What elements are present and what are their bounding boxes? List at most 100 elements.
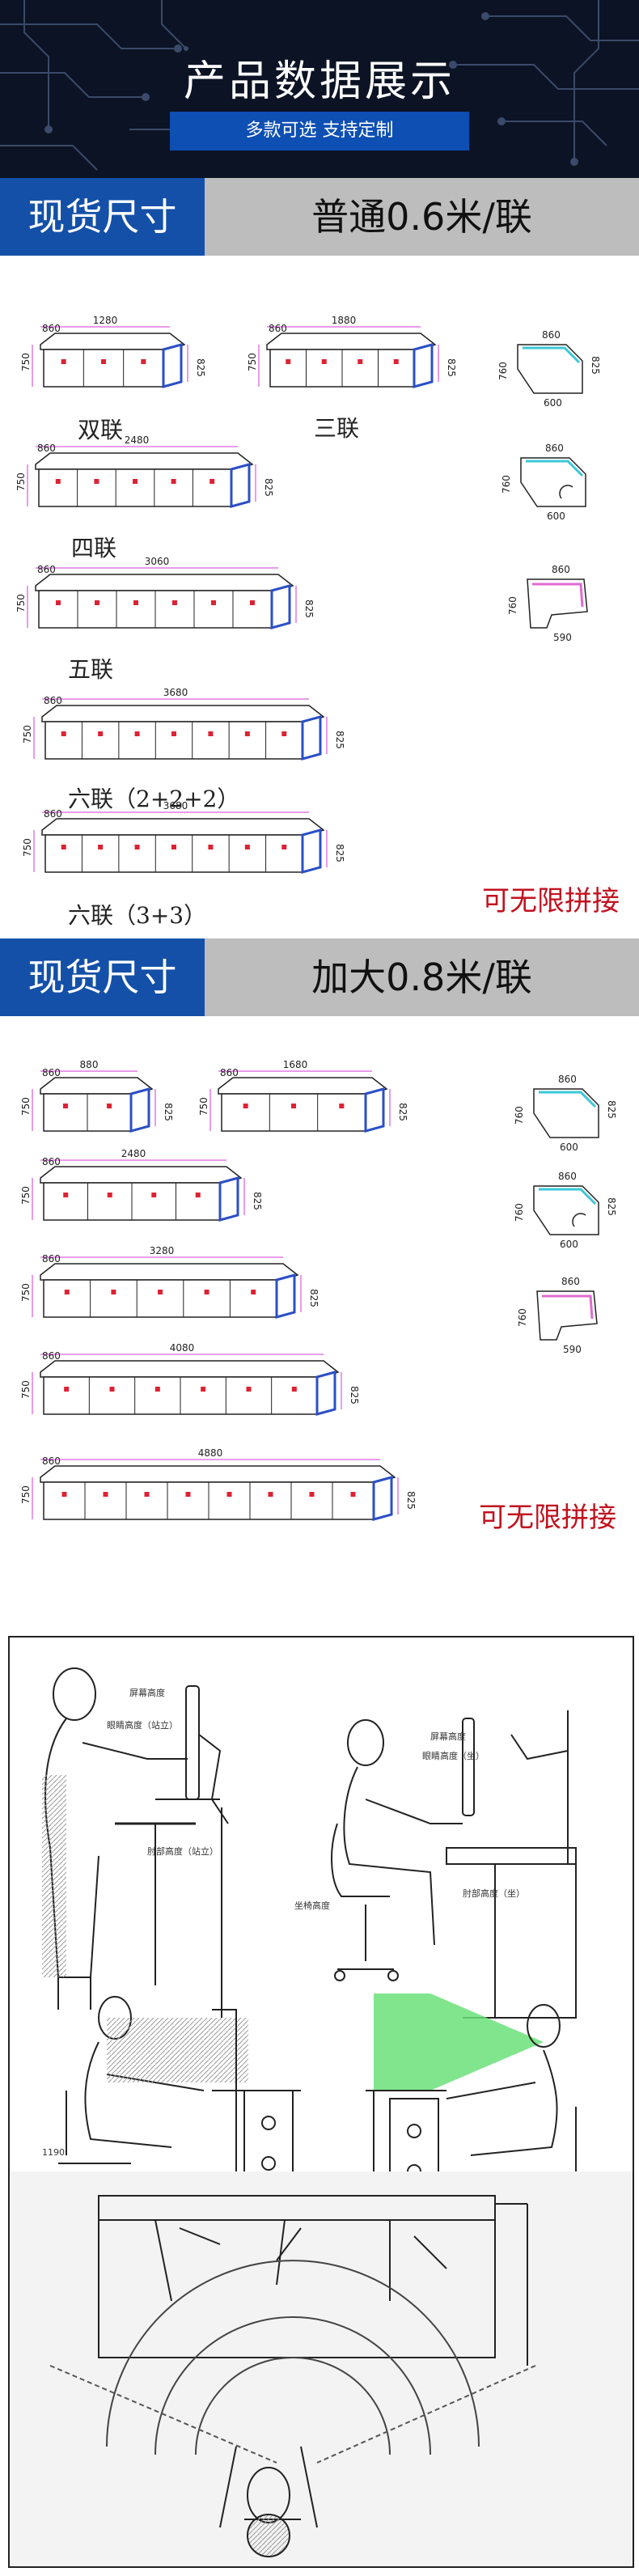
desk-top — [41, 818, 325, 836]
desk-label: 五联 — [68, 656, 114, 683]
dim-width: 3060 — [145, 556, 170, 567]
desk-lock — [61, 731, 66, 736]
desk-lock — [61, 359, 66, 364]
dim-left: 760 — [507, 596, 518, 615]
desk-side-panel — [301, 715, 322, 761]
desk-label: 双联 — [78, 417, 124, 443]
dim-right: 825 — [606, 1197, 617, 1216]
dim-top: 860 — [558, 1074, 577, 1085]
desk-lock — [109, 1387, 115, 1392]
sitting-person-figure — [331, 1719, 463, 1981]
desk-lock — [107, 1193, 112, 1197]
dim-depth: 860 — [220, 1067, 239, 1078]
desk-top — [40, 1360, 340, 1378]
dim-height: 750 — [15, 594, 27, 612]
desk-lock — [63, 1104, 68, 1108]
desk-side-panel — [270, 584, 291, 629]
desk-lock — [172, 600, 177, 605]
standing-monitor-arm — [115, 1685, 229, 2018]
desk-lock — [98, 731, 104, 736]
dim-height: 750 — [20, 353, 32, 371]
desk-lock — [339, 1104, 345, 1108]
desk-lock — [211, 600, 216, 605]
desk-lock — [185, 1492, 191, 1497]
top-view-bg — [10, 2171, 633, 2566]
dim-width: 1280 — [93, 315, 118, 326]
desk-lock — [64, 1387, 70, 1392]
dim-side: 825 — [252, 1192, 263, 1210]
top-view-console — [49, 2195, 536, 2557]
corner-edge — [532, 583, 584, 608]
dim-height: 750 — [15, 472, 27, 491]
dim-top: 860 — [561, 1276, 580, 1287]
desk-lock — [158, 1290, 163, 1294]
label-eye-height: 眼睛高度（站立） — [107, 1719, 178, 1731]
desk-top — [40, 1263, 299, 1281]
desk-lock — [134, 731, 140, 736]
label-eye-height-sit: 眼睛高度（坐） — [422, 1750, 485, 1761]
dim-width: 4080 — [170, 1342, 195, 1354]
dim-side: 825 — [446, 358, 457, 377]
dim-side: 825 — [334, 731, 345, 749]
desk-lock — [244, 845, 250, 849]
section-heading: 加大0.8米/联 — [205, 938, 639, 1016]
dim-side: 825 — [303, 600, 315, 618]
corner-shape — [533, 1185, 599, 1235]
dim-height: 750 — [22, 725, 33, 744]
label-elbow-height-sit: 肘部高度（坐） — [463, 1888, 525, 1899]
corner-edge — [539, 1091, 597, 1108]
desk-lock — [64, 1290, 70, 1294]
desk-body — [43, 1279, 277, 1318]
dim-bottom: 600 — [560, 1239, 578, 1250]
dim-side: 825 — [397, 1103, 408, 1121]
dim-bottom: 600 — [544, 397, 562, 409]
dim-width: 4880 — [198, 1447, 223, 1459]
desk-lock — [286, 359, 291, 364]
dim-top: 860 — [542, 329, 561, 341]
desk-lock — [107, 1104, 112, 1108]
desk-lock — [56, 600, 61, 605]
desk-label: 三联 — [314, 415, 360, 442]
desk-lock — [268, 1492, 273, 1497]
dim-height: 750 — [198, 1097, 209, 1116]
dim-left: 760 — [514, 1106, 525, 1125]
dim-bottom: 590 — [553, 632, 572, 643]
desk-side-panel — [230, 463, 251, 508]
desk-lock — [133, 479, 138, 484]
dim-width: 2480 — [125, 434, 150, 446]
ergonomics-drawing: 屏幕高度 眼睛高度（站立） 肘部高度（站立） 屏幕高度 眼睛高度（坐） 肘部高度… — [10, 1667, 633, 2566]
desk-lock — [244, 731, 250, 736]
desk-side-panel — [413, 343, 434, 388]
desk-side-panel — [218, 1176, 239, 1222]
page-title: 产品数据展示 — [183, 57, 455, 106]
desk-lock — [226, 1492, 232, 1497]
hero-banner: 产品数据展示 多款可选 支持定制 — [0, 0, 639, 178]
view-angle-cone — [374, 1993, 544, 2091]
section-tag: 现货尺寸 — [0, 178, 205, 256]
desk-top — [40, 1166, 243, 1184]
dim-width: 3680 — [163, 800, 188, 811]
dim-height-1190: 1190 — [42, 2147, 65, 2158]
dim-depth: 860 — [42, 1156, 61, 1167]
desk-side-panel — [372, 1476, 393, 1521]
dim-height: 750 — [247, 353, 258, 371]
desk-lock — [144, 1492, 150, 1497]
desk-lock — [61, 1492, 67, 1497]
corner-arc — [559, 485, 573, 499]
desk-lock — [98, 845, 104, 849]
desk-lock — [171, 731, 176, 736]
desk-body — [38, 468, 232, 507]
dim-side: 825 — [195, 358, 206, 377]
